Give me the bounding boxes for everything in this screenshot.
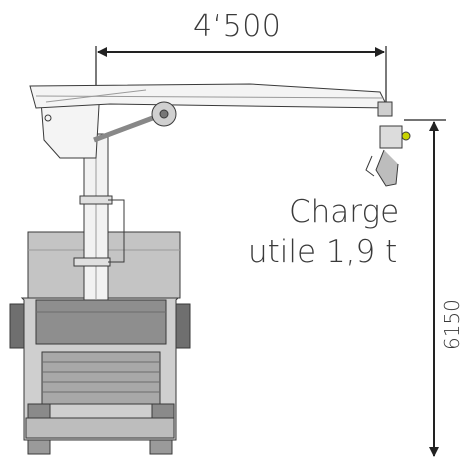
hook-accent — [401, 131, 411, 141]
vertical-height-label: 6150 — [440, 299, 464, 350]
truck-mirror-left — [9, 303, 25, 349]
load-capacity-label-line1: Charge — [289, 194, 400, 230]
crane-column — [73, 133, 125, 301]
horizontal-reach-label: 4‘500 — [193, 9, 282, 44]
truck-grille — [41, 351, 161, 405]
load-capacity-label-line2: utile 1,9 t — [248, 234, 398, 270]
truck-bumper — [25, 417, 175, 439]
truck-headlight-left — [27, 403, 51, 419]
truck-mirror-right — [175, 303, 191, 349]
crane-boom — [29, 83, 393, 159]
truck-windshield — [35, 299, 167, 345]
height-dimension-line — [404, 119, 446, 457]
truck-headlight-right — [151, 403, 175, 419]
crane-hook — [365, 125, 411, 187]
